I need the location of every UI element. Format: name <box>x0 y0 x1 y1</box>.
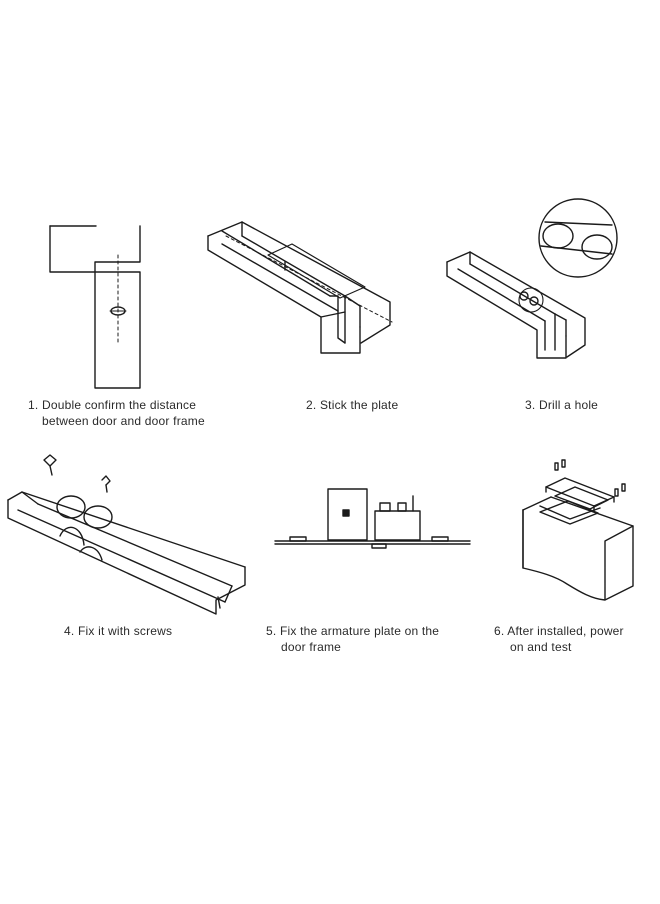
step-number: 6. <box>494 624 505 638</box>
step-text: Fix the armature plate on the <box>279 624 440 638</box>
screw-2 <box>101 475 111 486</box>
screw-plate-right <box>83 505 113 529</box>
step-text: Fix it with screws <box>77 624 173 638</box>
step6-illustration <box>522 459 634 601</box>
step4-illustration <box>7 454 246 615</box>
step-text: Stick the plate <box>319 398 399 412</box>
step-text: After installed, power <box>507 624 624 638</box>
step-text-line2: on and test <box>510 640 572 654</box>
screw-plate-left <box>56 495 86 519</box>
step5-illustration <box>274 488 471 549</box>
door-body <box>522 509 634 601</box>
screw-c <box>614 488 619 497</box>
hole-right <box>529 296 539 306</box>
door-leaf <box>94 271 141 389</box>
door-frame-outline <box>49 225 141 273</box>
step-number: 3. <box>525 398 536 412</box>
step-text: Drill a hole <box>538 398 599 412</box>
armature-plate <box>374 510 421 541</box>
step-caption-3: 3. Drill a hole <box>525 397 598 413</box>
step-number: 2. <box>306 398 317 412</box>
lock-slot <box>539 500 599 525</box>
magnified-hole-right <box>581 234 613 260</box>
magnifier-circle <box>538 198 618 278</box>
drill-zoom-source <box>518 287 544 313</box>
screw-arc-left <box>59 526 85 546</box>
step-number: 1. <box>28 398 39 412</box>
magnified-hole-left <box>542 223 574 249</box>
magnet-indicator <box>342 509 350 517</box>
step-text-line2: between door and door frame <box>42 414 205 428</box>
step-number: 4. <box>64 624 75 638</box>
magnet-body <box>327 488 368 541</box>
adhesive-plate <box>267 243 366 299</box>
step-caption-6: 6. After installed, power on and test <box>494 623 624 655</box>
screw-b <box>561 459 566 468</box>
step-text-line2: door frame <box>281 640 342 654</box>
screw-d <box>621 483 626 492</box>
step-caption-1: 1. Double confirm the distance between do… <box>28 397 205 429</box>
screw-a <box>554 462 559 471</box>
step-number: 5. <box>266 624 277 638</box>
step2-illustration <box>207 221 393 354</box>
step-caption-5: 5. Fix the armature plate on the door fra… <box>266 623 439 655</box>
step-caption-4: 4. Fix it with screws <box>64 623 172 639</box>
step3-illustration <box>446 198 618 359</box>
step-caption-2: 2. Stick the plate <box>306 397 398 413</box>
step1-illustration <box>49 225 141 389</box>
screw-1 <box>43 454 57 467</box>
step-text: Double confirm the distance <box>41 398 197 412</box>
screw-arc-right <box>79 546 103 561</box>
